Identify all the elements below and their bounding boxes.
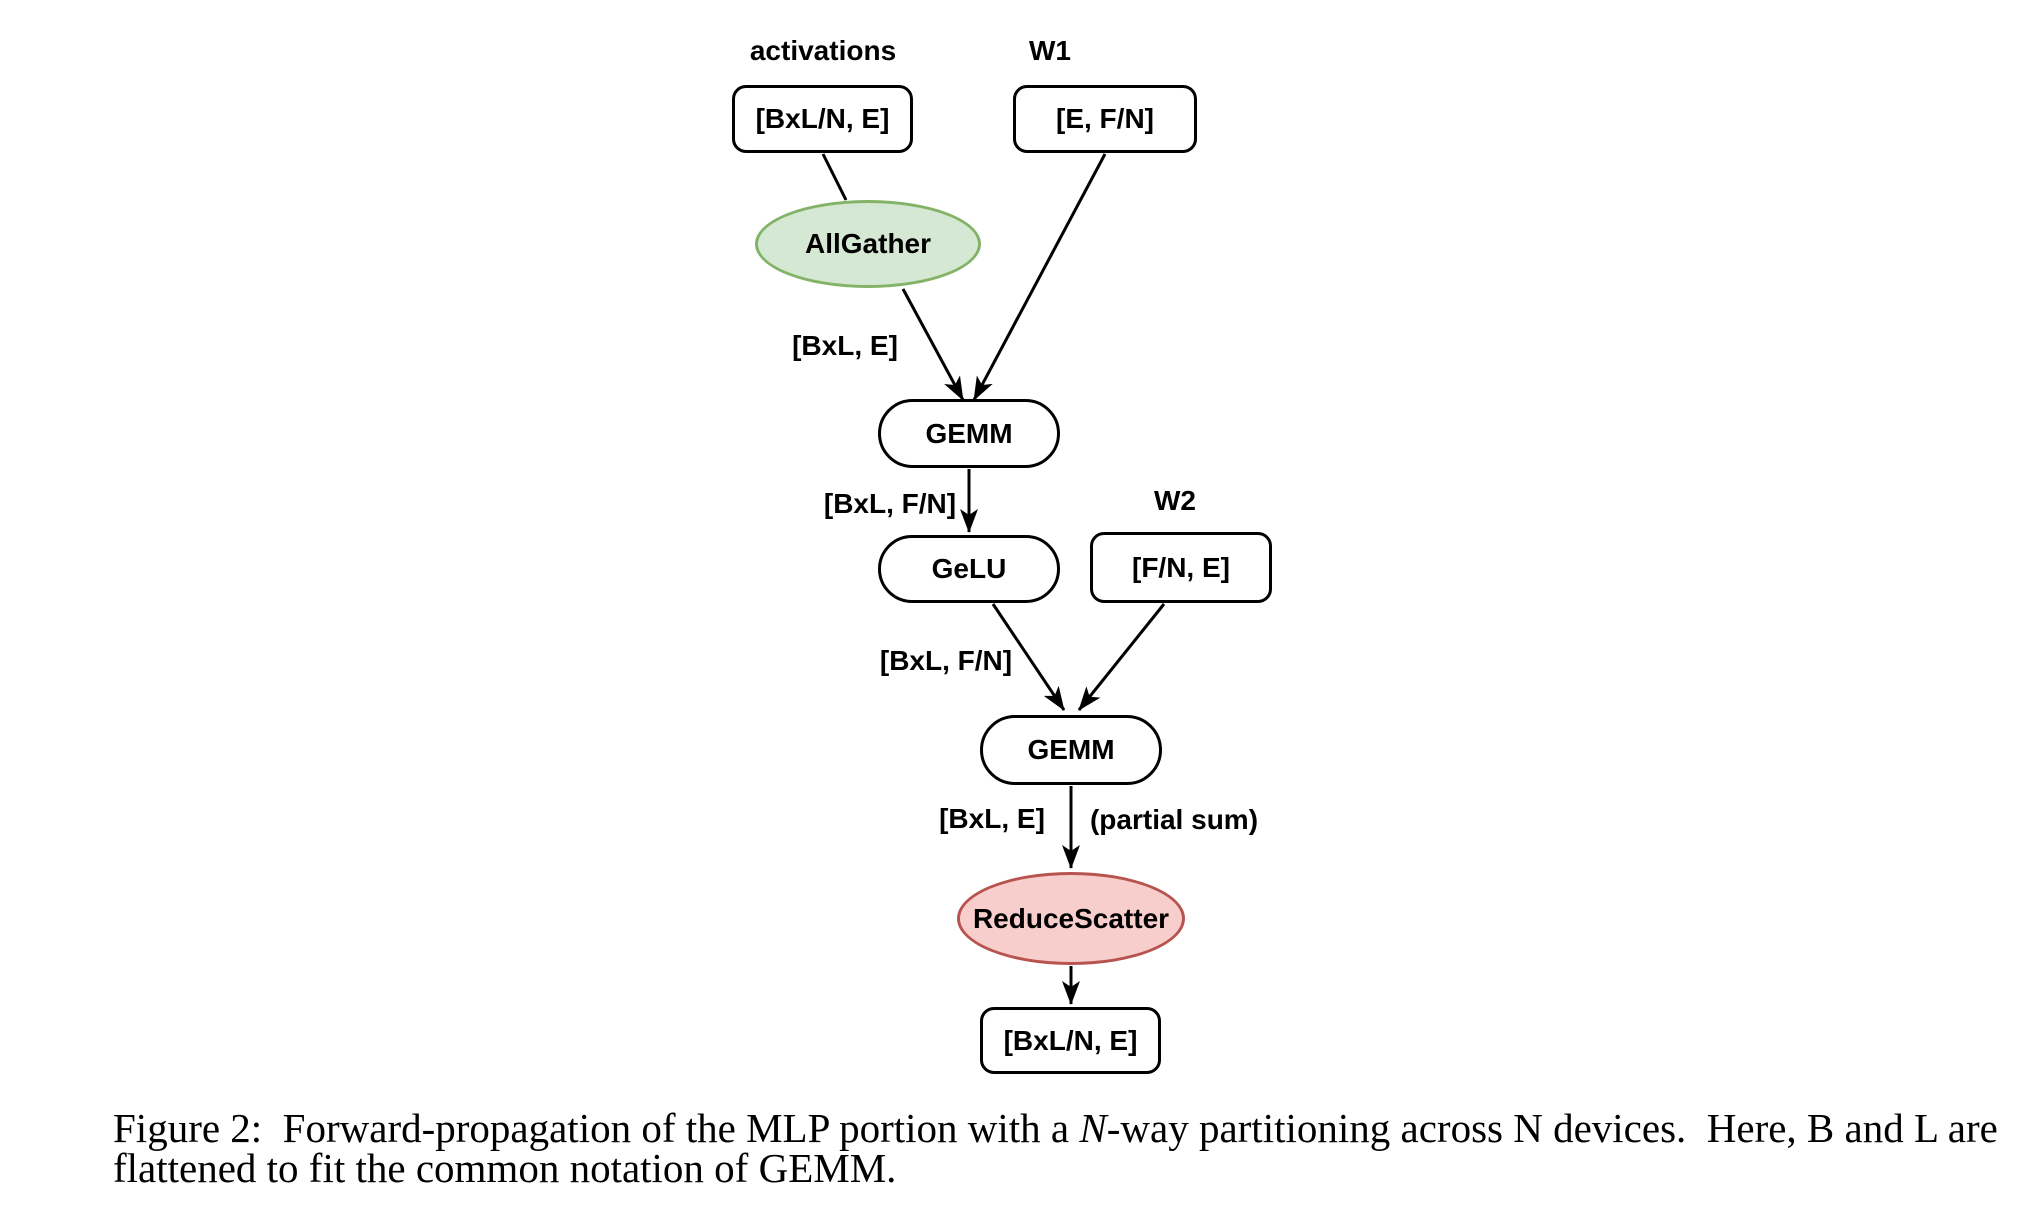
label-w2: W2 [1154,485,1196,516]
node-allgather: AllGather [755,200,981,288]
node-w1-weights: [E, F/N] [1013,85,1197,153]
edge-label-partial-sum: (partial sum) [1089,804,1259,835]
caption-line2: flattened to fit the common notation of … [113,1145,897,1191]
node-gemm-2: GEMM [980,715,1162,785]
node-gelu: GeLU [878,535,1060,603]
caption-line1-post: -way partitioning across N devices. Here… [1106,1105,1998,1151]
edge-allgather-to-gemm1 [901,288,965,401]
edge-label-bxl-e-in: [BxL, E] [792,330,898,361]
edge-label-bxl-fn-1: [BxL, F/N] [823,488,957,519]
node-output: [BxL/N, E] [980,1007,1161,1074]
label-activations: activations [749,35,897,66]
edge-w2-to-gemm2 [1077,603,1166,711]
node-gemm-1: GEMM [878,399,1060,468]
edge-w1-to-gemm1 [972,153,1107,401]
caption-line1-pre: Figure 2: Forward-propagation of the MLP… [113,1105,1080,1151]
figure-caption: Figure 2: Forward-propagation of the MLP… [113,1105,2013,1191]
caption-italic-n: N [1079,1105,1107,1151]
label-w1: W1 [1029,35,1071,66]
edge-activations-to-allgather [821,153,848,201]
node-w2-weights: [F/N, E] [1090,532,1272,603]
edge-label-bxl-fn-2: [BxL, F/N] [879,645,1013,676]
edge-label-bxl-e-out: [BxL, E] [939,803,1045,834]
node-reducescatter: ReduceScatter [957,872,1185,965]
node-input-activations: [BxL/N, E] [732,85,913,153]
